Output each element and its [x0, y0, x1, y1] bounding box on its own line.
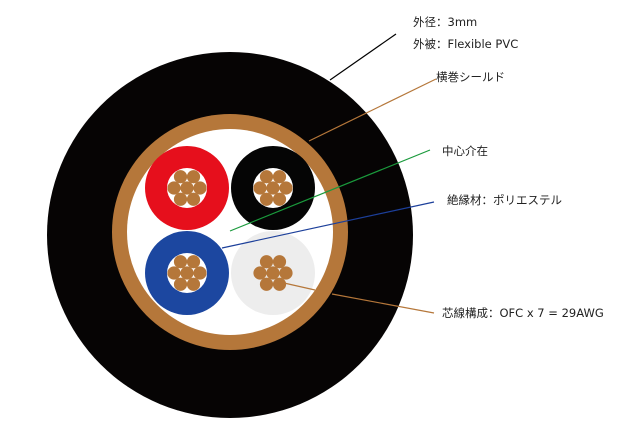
leader-line-shield — [308, 78, 437, 142]
copper-strand — [173, 255, 188, 269]
copper-strand — [272, 192, 287, 206]
copper-strand — [180, 181, 194, 195]
copper-strand — [193, 181, 207, 195]
copper-strand — [186, 277, 201, 291]
copper-strand — [279, 181, 293, 195]
label-jacket: 外被：Flexible PVC — [413, 37, 519, 51]
copper-strand — [259, 192, 274, 206]
copper-strand — [253, 266, 267, 280]
copper-strand — [266, 181, 280, 195]
copper-strand — [253, 181, 267, 195]
copper-strand — [167, 266, 181, 280]
label-outer-diameter: 外径：3mm — [413, 15, 478, 29]
copper-strand — [272, 170, 287, 184]
leader-line-conductor-inner — [283, 282, 316, 291]
copper-strand — [186, 170, 201, 184]
copper-strand — [272, 277, 287, 291]
copper-strand — [186, 255, 201, 269]
copper-strand — [259, 255, 274, 269]
copper-strand — [173, 170, 188, 184]
copper-strand — [167, 181, 181, 195]
label-insulation: 絶縁材：ポリエステル — [447, 193, 562, 207]
copper-strand — [173, 277, 188, 291]
label-conductor: 芯線構成：OFC x 7 = 29AWG — [442, 306, 604, 320]
copper-strand — [193, 266, 207, 280]
label-shield: 横巻シールド — [436, 70, 505, 84]
leader-line-conductor-outer — [331, 293, 435, 314]
copper-strand — [173, 192, 188, 206]
label-center-filler: 中心介在 — [442, 144, 488, 158]
leader-line-jacket — [329, 33, 397, 81]
leader-line-insulation — [221, 201, 435, 249]
leader-line-filler — [229, 149, 431, 232]
copper-strand — [180, 266, 194, 280]
copper-strand — [272, 255, 287, 269]
copper-strand — [186, 192, 201, 206]
copper-strand — [259, 170, 274, 184]
copper-strand — [279, 266, 293, 280]
copper-strand — [259, 277, 274, 291]
copper-strand — [266, 266, 280, 280]
